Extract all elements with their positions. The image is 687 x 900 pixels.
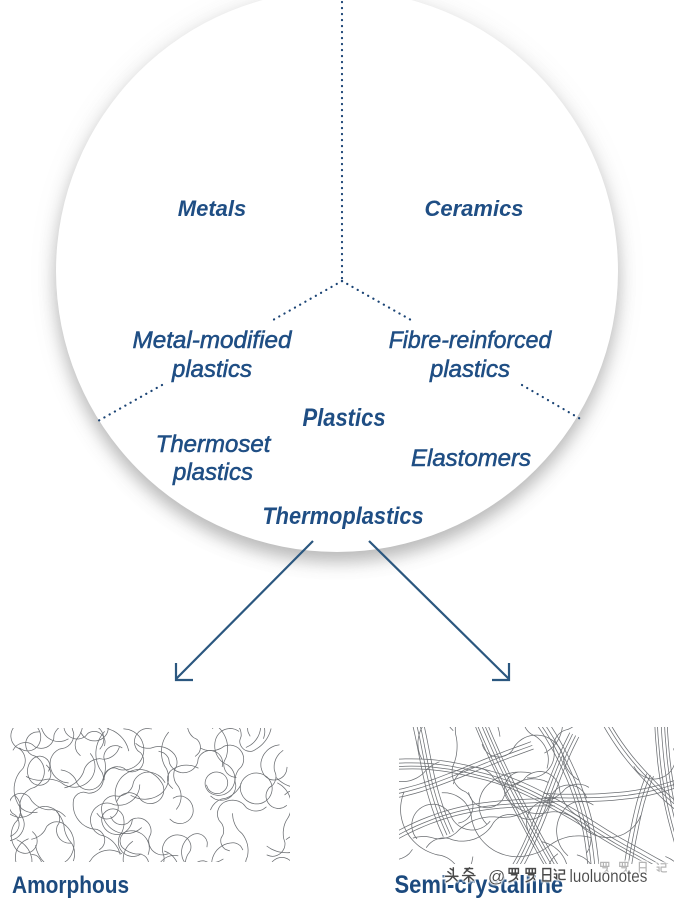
svg-text:plastics: plastics bbox=[171, 356, 252, 383]
svg-text:Thermoset: Thermoset bbox=[156, 431, 272, 458]
svg-text:Ceramics: Ceramics bbox=[424, 196, 523, 221]
svg-text:Metals: Metals bbox=[178, 196, 246, 221]
svg-text:Elastomers: Elastomers bbox=[411, 445, 531, 472]
svg-text:Fibre-reinforced: Fibre-reinforced bbox=[389, 327, 552, 354]
svg-text:plastics: plastics bbox=[429, 356, 510, 383]
svg-text:Amorphous: Amorphous bbox=[12, 872, 129, 899]
svg-text:luoluonotes: luoluonotes bbox=[570, 867, 648, 886]
svg-text:Thermoplastics: Thermoplastics bbox=[262, 502, 423, 529]
svg-text:Semi-crystalline: Semi-crystalline bbox=[395, 871, 564, 899]
svg-text:plastics: plastics bbox=[172, 459, 253, 486]
svg-text:Plastics: Plastics bbox=[302, 404, 385, 432]
svg-text:Metal-modified: Metal-modified bbox=[133, 327, 293, 354]
svg-text:@: @ bbox=[488, 867, 505, 886]
